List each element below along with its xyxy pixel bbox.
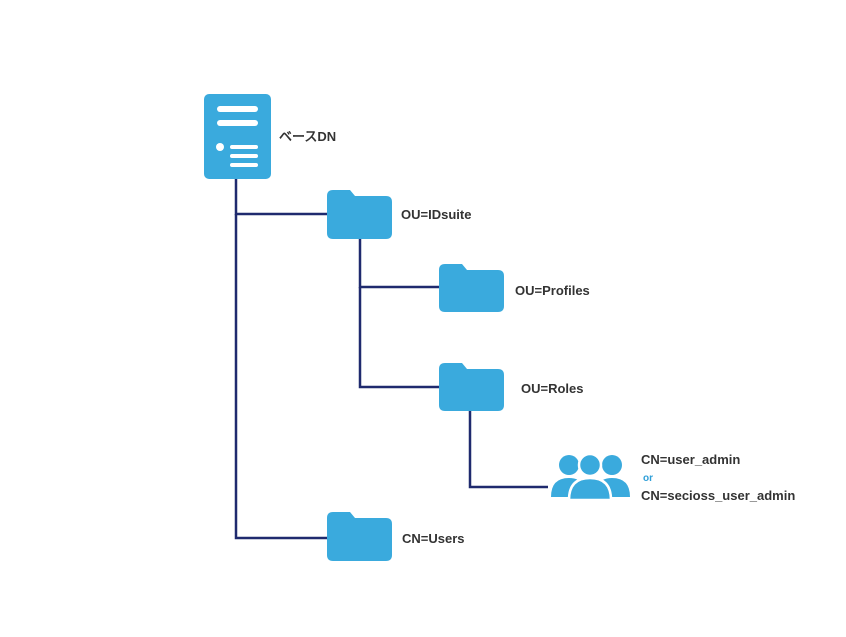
folder-icon-users [327,512,392,561]
admin-group-separator: or [643,473,653,484]
server-icon [204,94,271,179]
connector-idsuite-to-profiles [358,238,440,289]
folder-icon-idsuite [327,190,392,239]
user-group-icon [551,452,630,502]
admin-group-label-primary: CN=user_admin [641,452,741,467]
folder-icon-profiles [439,264,504,312]
connector-roles-to-admin-group [468,410,548,489]
connector-root-to-idsuite [234,178,328,216]
connector-idsuite-to-roles [358,287,440,389]
connector-root-to-users [234,214,328,540]
root-label: ベースDN [279,129,337,144]
idsuite-label: OU=IDsuite [401,207,472,222]
connector-lines [234,178,548,540]
folder-icon-roles [439,363,504,411]
admin-group-label-alternate: CN=secioss_user_admin [641,488,796,503]
profiles-label: OU=Profiles [515,283,590,298]
roles-label: OU=Roles [521,381,584,396]
users-label: CN=Users [402,531,465,546]
